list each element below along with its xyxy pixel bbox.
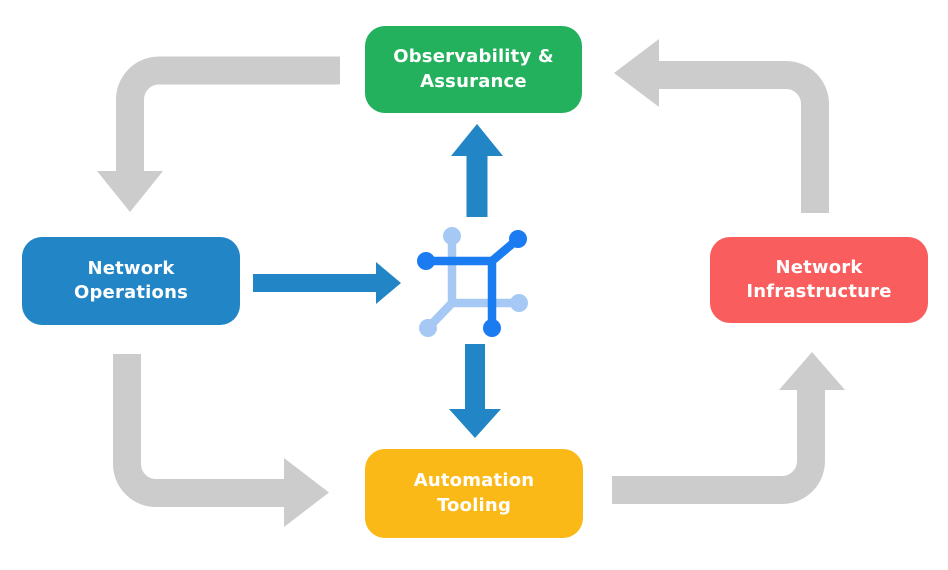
cycle-arrow-right-to-top xyxy=(614,39,829,213)
arrow-track xyxy=(658,61,829,213)
icon-node xyxy=(510,294,528,312)
node-label-line1: Network xyxy=(775,256,863,278)
cycle-arrow-left-to-bottom xyxy=(113,354,329,527)
arrow-head-left-icon xyxy=(614,39,659,107)
icon-node xyxy=(509,230,527,248)
icon-node xyxy=(443,227,461,245)
arrow-head-up-icon xyxy=(451,124,503,156)
arrow-track xyxy=(113,354,286,507)
arrow-track xyxy=(612,389,825,504)
node-label-line2: Tooling xyxy=(436,494,512,516)
node-label-line1: Automation xyxy=(413,470,535,492)
icon-node xyxy=(483,319,501,337)
blue-arrow-center-to-bottom xyxy=(449,344,501,438)
network-automation-icon xyxy=(417,227,528,337)
cycle-arrow-bottom-to-right xyxy=(612,352,845,504)
arrow-track xyxy=(116,56,340,172)
arrow-head-down-icon xyxy=(97,171,163,212)
blue-arrow-left-to-center xyxy=(253,262,401,304)
blue-arrow-center-to-top xyxy=(451,124,503,217)
arrow-head-right-icon xyxy=(284,458,329,527)
node-label-line1: Network xyxy=(87,257,175,279)
node-automation-tooling: Automation Tooling xyxy=(365,449,583,538)
node-network-operations: Network Operations xyxy=(22,237,240,325)
icon-node xyxy=(419,319,437,337)
arrow-head-right-icon xyxy=(376,262,401,304)
node-label-line1: Observability & xyxy=(393,46,554,68)
arrow-head-down-icon xyxy=(449,409,501,438)
icon-node xyxy=(417,252,435,270)
node-label-line2: Infrastructure xyxy=(746,281,892,302)
node-network-infrastructure: Network Infrastructure xyxy=(710,237,928,323)
node-label-line2: Assurance xyxy=(420,70,527,92)
arrow-head-up-icon xyxy=(779,352,845,390)
cycle-arrow-top-to-left xyxy=(97,56,340,212)
node-observability-assurance: Observability & Assurance xyxy=(365,26,582,113)
node-label-line2: Operations xyxy=(73,282,189,303)
